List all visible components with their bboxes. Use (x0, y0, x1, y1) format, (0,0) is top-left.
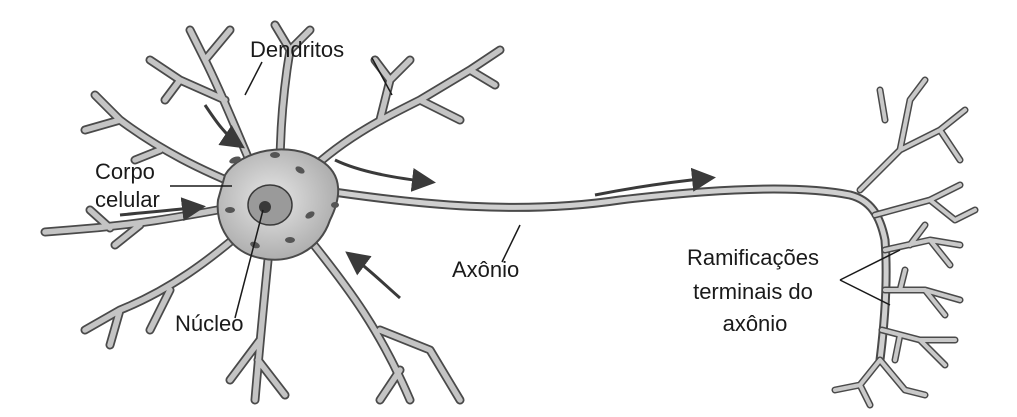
label-axon: Axônio (452, 258, 519, 282)
label-cell-body-line1: Corpo (95, 160, 155, 184)
label-terminals-line2: terminais do (660, 280, 846, 304)
leader-ram-upper (840, 250, 900, 280)
arrow-axon-start (335, 160, 430, 182)
label-terminals-line1: Ramificações (668, 246, 838, 270)
label-dendrites: Dendritos (250, 38, 344, 62)
label-terminals-line3: axônio (690, 312, 820, 336)
cell-body (218, 149, 339, 259)
nucleus (248, 185, 292, 225)
label-cell-body-line2: celular (95, 188, 160, 212)
leader-dendritos-left (245, 62, 262, 95)
axon-terminals (835, 80, 975, 405)
arrow-dendrite-lower (350, 255, 400, 298)
label-nucleus: Núcleo (175, 312, 243, 336)
